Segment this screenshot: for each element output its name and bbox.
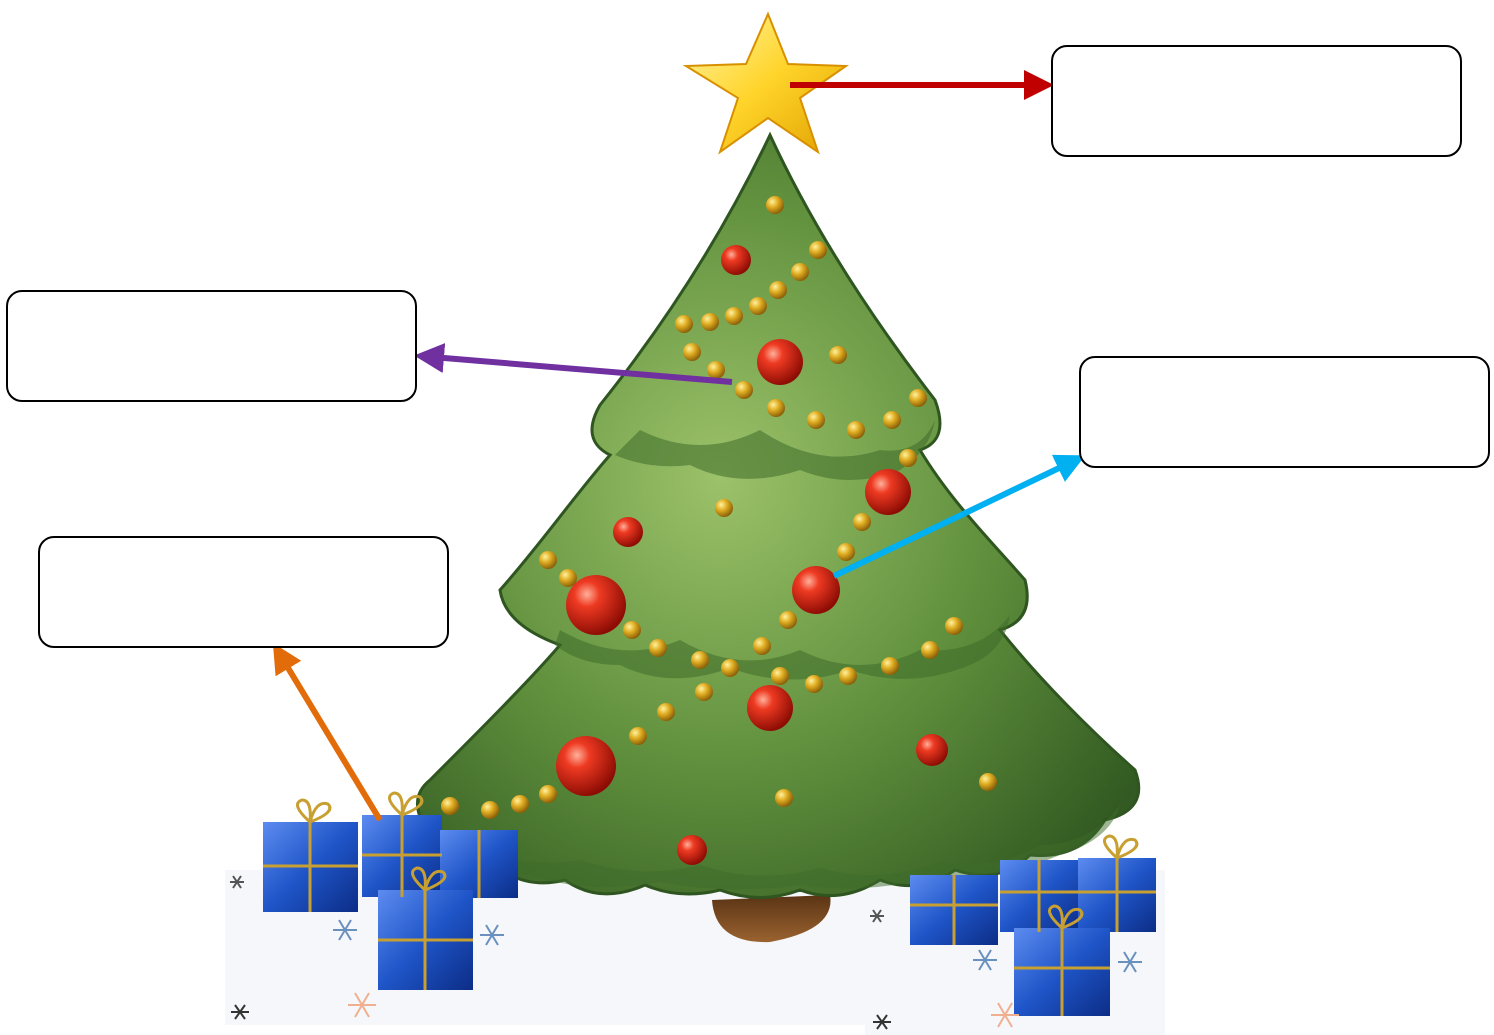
bauble-icon [792, 566, 840, 614]
bauble-icon [747, 685, 793, 731]
bauble-icon [721, 245, 751, 275]
snowflake-icon [973, 949, 997, 971]
bauble-icon [865, 469, 911, 515]
snowflake-icon [480, 924, 504, 946]
bauble-icon [916, 734, 948, 766]
bauble-icon [757, 339, 803, 385]
bauble-icon [677, 835, 707, 865]
snowflake-icon [870, 909, 884, 923]
tree-tier-shade [615, 420, 935, 480]
snowflake-icon [333, 919, 357, 941]
label-box-bauble[interactable] [1079, 356, 1490, 468]
arrow-garland [414, 343, 733, 385]
label-box-presents[interactable] [38, 536, 449, 648]
star-icon [682, 11, 850, 155]
tree-tier-shade [450, 805, 1120, 890]
garland [441, 196, 997, 819]
snowflake-icon [1118, 951, 1142, 973]
snowflakes [230, 875, 1142, 1030]
label-box-star[interactable] [1051, 45, 1462, 157]
tree-foliage [416, 131, 1141, 899]
bauble-icon [566, 575, 626, 635]
presents-right [910, 834, 1156, 1016]
snowflake-icon [873, 1014, 891, 1030]
snowflake-icon [991, 1002, 1019, 1028]
snowflake-icon [231, 1004, 249, 1020]
snowflake-icon [230, 875, 244, 889]
tree-trunk [712, 895, 831, 943]
presents-left [263, 791, 518, 990]
bauble-icon [613, 517, 643, 547]
snowflake-icon [348, 992, 376, 1018]
bauble-icon [556, 736, 616, 796]
baubles [556, 245, 948, 865]
label-box-garland[interactable] [6, 290, 417, 402]
arrow-presents [272, 642, 383, 822]
arrow-bauble [832, 454, 1086, 579]
